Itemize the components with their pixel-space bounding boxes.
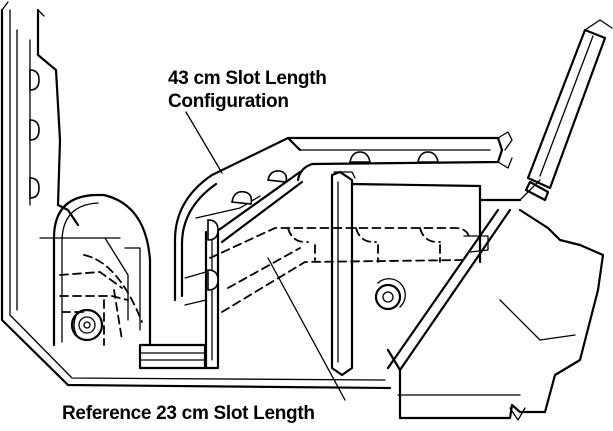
central-plate [204,170,304,370]
reference-slot-dashed [209,227,489,313]
upper-duct [173,136,302,306]
leader-lines [185,111,346,401]
label-43cm-slot-length: 43 cm Slot Length [168,68,327,89]
base-block [138,343,207,370]
label-reference-23cm-slot-length: Reference 23 cm Slot Length [62,403,315,424]
lower-right-bracket [386,208,605,421]
top-pipe [286,131,513,182]
left-inner-wall [1,1,80,227]
right-chamber [330,170,522,377]
left-chamber [39,193,152,347]
outer-vessel-outline [0,8,392,390]
right-cylinder [519,19,613,202]
label-configuration: Configuration [168,91,289,112]
